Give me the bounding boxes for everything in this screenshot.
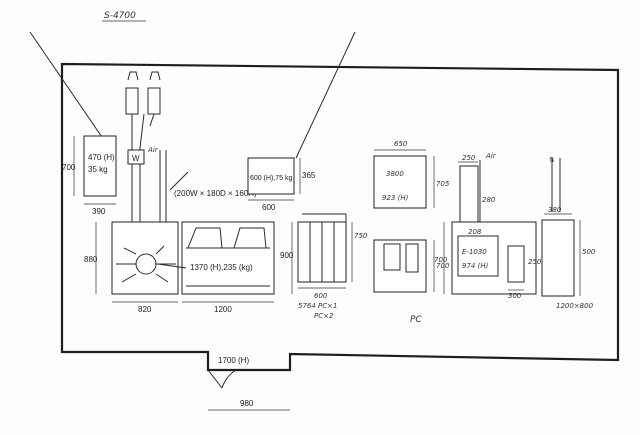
cabinet-box bbox=[83, 135, 117, 197]
air-label-right: Air bbox=[485, 152, 497, 160]
robot-arms bbox=[116, 245, 176, 283]
pc-height-label: 923 (H) bbox=[382, 194, 409, 202]
sheet-id-label: S-4700 bbox=[104, 11, 136, 21]
cable-tips bbox=[127, 71, 161, 81]
e1030-height-label: 974 (H) bbox=[462, 262, 489, 270]
e1030-model-label: E-1030 bbox=[462, 248, 487, 256]
tank-pipes bbox=[551, 158, 561, 212]
pc-monitor-box bbox=[373, 155, 427, 209]
door-arc bbox=[221, 369, 237, 389]
leader-line-left bbox=[29, 31, 105, 141]
unit-600-label: 600 (H),75 kg bbox=[250, 175, 293, 182]
tank-size-label: 1200×800 bbox=[556, 302, 594, 310]
machine-leader bbox=[157, 263, 187, 269]
room-outline bbox=[60, 62, 620, 372]
rack-note-2: PC×2 bbox=[314, 312, 334, 320]
cabinet-width-dim: 390 bbox=[92, 207, 106, 216]
unit-600-box bbox=[247, 157, 295, 195]
machine-depth-dim: 900 bbox=[280, 251, 294, 260]
rack-depth-dim: 750 bbox=[354, 232, 368, 240]
e1030-base-box bbox=[451, 221, 537, 295]
unit-600-width-dim: 600 bbox=[262, 203, 276, 212]
air-label-left: Air bbox=[147, 146, 159, 154]
rack-dividers bbox=[302, 213, 347, 282]
pc-model-label: 3800 bbox=[386, 170, 404, 178]
pc-tower bbox=[383, 243, 401, 271]
leader-line-right bbox=[295, 31, 356, 159]
robot-stand-box bbox=[111, 221, 179, 295]
door-width-dim: 980 bbox=[240, 399, 254, 408]
pc-label: PC bbox=[410, 315, 422, 325]
pc-display bbox=[405, 243, 419, 273]
e1030-panel bbox=[457, 235, 499, 277]
tank-top-dim: 380 bbox=[548, 206, 562, 214]
pc-monitor-dim: 705 bbox=[436, 180, 450, 188]
e1030-bottom-dim: 300 bbox=[508, 292, 522, 300]
machine-body bbox=[181, 221, 275, 295]
w-junction-box bbox=[127, 149, 145, 165]
cabinet-height-label: 470 (H) bbox=[88, 153, 115, 162]
e1030-inner-dim: 208 bbox=[468, 228, 482, 236]
pc-top-dim: 650 bbox=[394, 140, 408, 148]
cabinet-height-dim: 700 bbox=[62, 163, 76, 172]
tank-box bbox=[541, 219, 575, 297]
robot-depth-dim: 880 bbox=[84, 255, 98, 264]
machine-spec-label: 1370 (H),235 (kg) bbox=[190, 263, 253, 272]
cable-run bbox=[131, 113, 155, 222]
cable-plug-right bbox=[147, 87, 161, 115]
e1030-side-dim: 250 bbox=[528, 258, 542, 266]
pc-desk-dim: 700 bbox=[436, 262, 450, 270]
machine-width-dim: 1200 bbox=[214, 305, 232, 314]
e1030-top-dim: 250 bbox=[462, 154, 476, 162]
e1030-depth-dim: 700 bbox=[434, 256, 448, 264]
door-height-label: 1700 (H) bbox=[218, 356, 249, 365]
cabinet-weight-label: 35 kg bbox=[88, 165, 108, 174]
duct-lines bbox=[159, 150, 167, 222]
unit-600-height-dim: 365 bbox=[302, 171, 316, 180]
tank-arrows: ⇅ bbox=[549, 156, 555, 164]
rack-width-dim: 600 bbox=[314, 292, 328, 300]
duct-dimension-label: (200W × 180D × 160H) bbox=[174, 189, 257, 198]
robot-width-dim: 820 bbox=[138, 305, 152, 314]
cable-plug-left bbox=[125, 87, 139, 115]
tank-height-dim: 500 bbox=[582, 248, 596, 256]
door-swing bbox=[207, 369, 223, 389]
rack-note-1: 5764 PC×1 bbox=[298, 302, 337, 310]
e1030-column bbox=[459, 165, 479, 223]
e1030-side-box bbox=[507, 245, 525, 283]
w-junction-label: W bbox=[132, 154, 140, 163]
duct-leader bbox=[169, 171, 189, 191]
e1030-column-dim: 280 bbox=[482, 196, 496, 204]
